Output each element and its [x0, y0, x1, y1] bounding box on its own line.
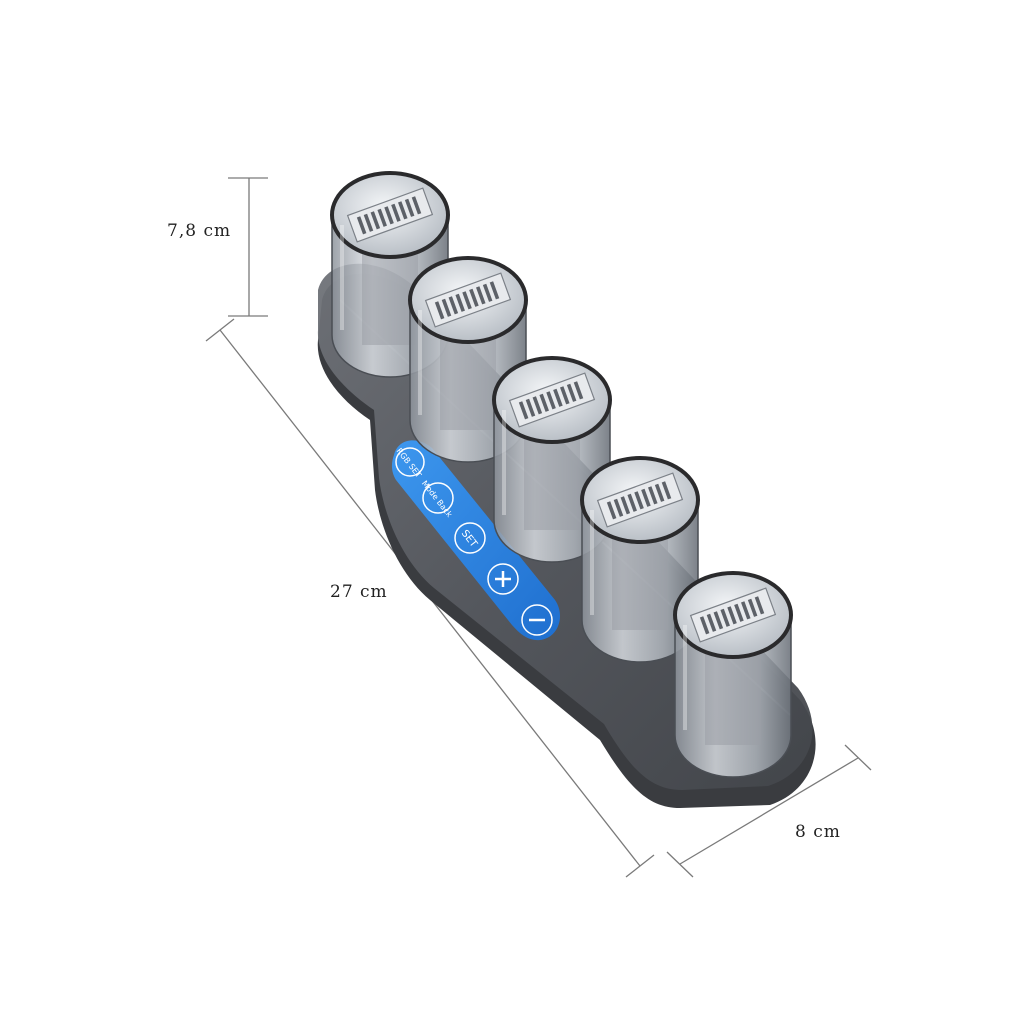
height-dimension-line: [228, 177, 268, 317]
control-panel: RGB SET Mode Back SET: [391, 440, 561, 641]
plus-button[interactable]: [487, 563, 519, 595]
nixie-tube: [580, 456, 700, 663]
length-label: 27 cm: [330, 582, 388, 602]
nixie-tube: [492, 356, 612, 563]
minus-button[interactable]: [521, 604, 553, 636]
tube-plate: [346, 187, 434, 243]
height-label: 7,8 cm: [167, 221, 232, 241]
tube-plate: [689, 587, 777, 643]
tube-plate: [424, 272, 512, 328]
width-label: 8 cm: [795, 822, 841, 842]
nixie-tube: [673, 571, 793, 778]
nixie-tubes: [330, 171, 793, 778]
nixie-tube: [408, 256, 528, 463]
tube-plate: [596, 472, 684, 528]
tube-plate: [508, 372, 596, 428]
nixie-tube: [330, 171, 450, 378]
width-dimension-line: [666, 744, 872, 878]
